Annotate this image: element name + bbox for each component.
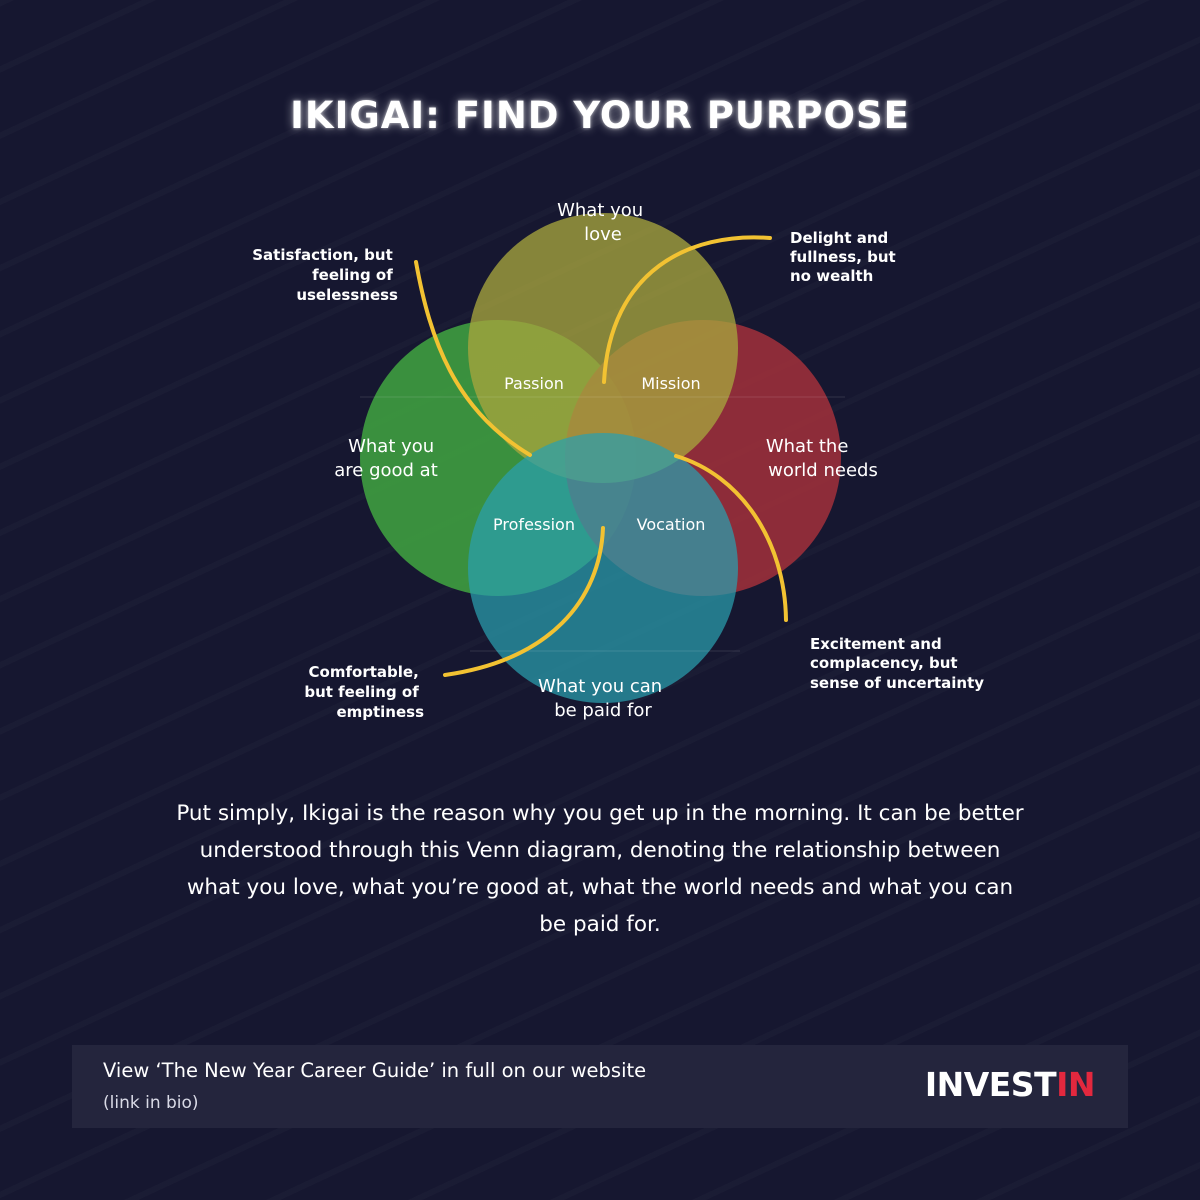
zone-vocation: Vocation bbox=[637, 515, 706, 534]
label-love: What you love bbox=[557, 200, 649, 245]
zone-passion: Passion bbox=[504, 374, 564, 393]
footer-banner[interactable]: View ‘The New Year Career Guide’ in full… bbox=[72, 1045, 1128, 1128]
logo-text-invest: INVEST bbox=[924, 1065, 1057, 1104]
label-good-at: What you are good at bbox=[334, 436, 440, 481]
pointer-curve-top-right bbox=[602, 235, 772, 384]
note-bottom-right: Excitement and complacency, but sense of… bbox=[810, 635, 984, 692]
footer-cta-text[interactable]: View ‘The New Year Career Guide’ in full… bbox=[103, 1059, 647, 1082]
page-title: IKIGAI: FIND YOUR PURPOSE bbox=[290, 94, 910, 137]
circle-paid-for bbox=[468, 433, 738, 703]
pointer-curve-top-left bbox=[414, 260, 532, 457]
description-text: Put simply, Ikigai is the reason why you… bbox=[176, 801, 1024, 937]
logo-text-in: IN bbox=[1056, 1065, 1095, 1104]
pointer-curve-bottom-right bbox=[674, 454, 788, 622]
zone-mission: Mission bbox=[641, 374, 700, 393]
footer-link-note: (link in bio) bbox=[103, 1093, 199, 1113]
note-top-left: Satisfaction, but feeling of uselessness bbox=[252, 246, 398, 304]
investin-logo[interactable]: INVESTIN bbox=[924, 1065, 1096, 1104]
label-world-needs: What the world needs bbox=[766, 436, 878, 481]
label-paid-for: What you can be paid for bbox=[538, 676, 668, 721]
circle-love bbox=[468, 213, 738, 483]
zone-profession: Profession bbox=[493, 515, 575, 534]
note-bottom-left: Comfortable, but feeling of emptiness bbox=[304, 663, 424, 721]
pointer-curve-bottom-left bbox=[443, 526, 605, 677]
note-top-right: Delight and fullness, but no wealth bbox=[790, 229, 901, 285]
